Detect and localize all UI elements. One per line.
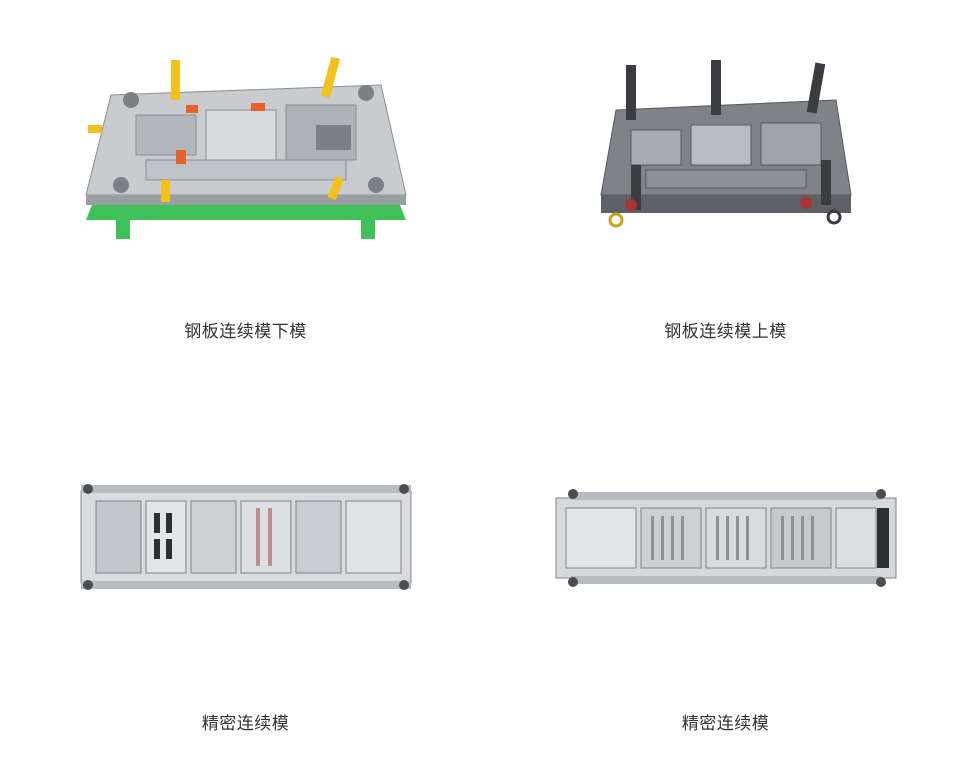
die-lower-mold-photo-icon xyxy=(84,56,407,239)
product-image[interactable] xyxy=(485,40,963,250)
product-caption[interactable]: 钢板连续模下模 xyxy=(184,322,307,342)
product-caption[interactable]: 精密连续模 xyxy=(681,714,770,734)
precision-progressive-die-photo-icon xyxy=(555,489,896,587)
product-caption[interactable]: 精密连续模 xyxy=(201,714,290,734)
product-image[interactable] xyxy=(485,468,963,608)
product-caption[interactable]: 钢板连续模上模 xyxy=(664,322,787,342)
product-image[interactable] xyxy=(5,40,486,250)
die-upper-mold-photo-icon xyxy=(599,60,852,228)
product-image[interactable] xyxy=(5,468,486,608)
precision-progressive-die-photo-icon xyxy=(80,484,411,590)
